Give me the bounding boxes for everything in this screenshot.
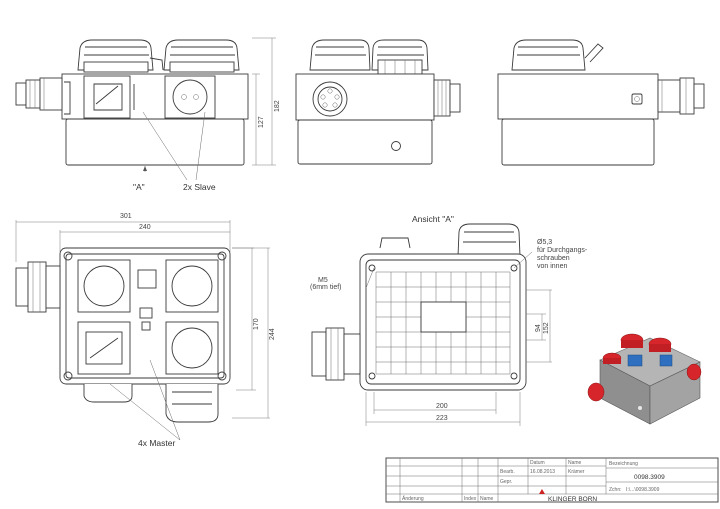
dim-301: 301	[120, 213, 132, 220]
tb-index: Index	[464, 496, 477, 502]
dim-94: 94	[535, 324, 542, 332]
dim-127: 127	[258, 116, 265, 128]
tb-name-short: Name	[480, 496, 494, 502]
dim-170: 170	[253, 318, 260, 330]
four-master-label: 4x Master	[138, 438, 175, 448]
tb-date: 16.08.2013	[530, 469, 555, 475]
ansicht-a-view	[311, 223, 552, 426]
rear-elevation-view	[497, 39, 705, 166]
tb-part-number: 0098.3909	[634, 474, 665, 481]
isometric-render	[587, 333, 702, 425]
tb-bearb: Bearb.	[500, 469, 515, 475]
hole-note-3: von innen	[537, 263, 567, 270]
ansicht-a-label: Ansicht "A"	[412, 214, 454, 224]
thread-depth-note: (6mm tief)	[310, 284, 342, 291]
tb-aenderung: Änderung	[402, 495, 424, 502]
tb-gepr: Gepr.	[500, 479, 512, 485]
dim-182: 182	[274, 100, 281, 112]
side-elevation-view	[295, 39, 461, 165]
hole-note-1: für Durchgangs-	[537, 247, 588, 254]
blue-insert	[627, 354, 643, 367]
tb-drawn-by: Krämer	[568, 469, 585, 475]
tb-bezeichnung: Bezeichnung	[609, 461, 638, 467]
plan-view	[15, 220, 270, 441]
dim-244: 244	[269, 328, 276, 340]
hole-note-2: schrauben	[537, 255, 570, 262]
hole-diameter: Ø5,3	[537, 239, 552, 246]
dim-152: 152	[543, 322, 550, 334]
title-block	[385, 457, 719, 503]
thread-note: M5	[318, 277, 328, 284]
tb-file-path: I:\...\0098.3909	[626, 487, 660, 493]
dim-240: 240	[139, 224, 151, 231]
two-slave-label: 2x Slave	[183, 182, 216, 192]
tb-datum: Datum	[530, 460, 545, 466]
company-logo-text: KLINGER BORN	[548, 496, 597, 503]
dim-200: 200	[436, 403, 448, 410]
dim-223: 223	[436, 415, 448, 422]
front-elevation-view	[15, 37, 276, 181]
view-a-label: "A"	[133, 182, 145, 192]
tb-name: Name	[568, 460, 582, 466]
tb-zeichn: Zchn:	[609, 487, 622, 493]
